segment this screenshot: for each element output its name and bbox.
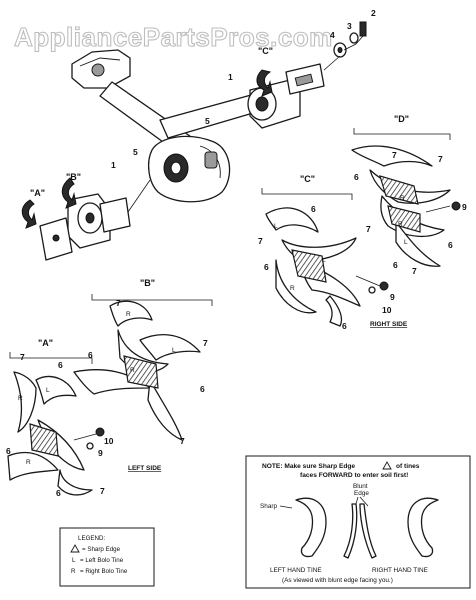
- callout-7-d1: 7: [392, 150, 397, 160]
- callout-7-c2: 7: [366, 224, 371, 234]
- callout-7-b2: 7: [203, 338, 208, 348]
- legend-r-desc: = Right Bolo Tine: [80, 568, 128, 575]
- callout-1-left: 1: [111, 160, 116, 170]
- legend-l-key: L: [72, 557, 76, 564]
- mark-l-d: L: [404, 239, 408, 246]
- callout-6-d1: 6: [354, 172, 359, 182]
- hub-assembly-left: [39, 179, 151, 261]
- label-c-top: "C": [258, 46, 273, 56]
- mark-r-a2: R: [26, 459, 31, 466]
- mark-l-c2: L: [322, 257, 326, 264]
- callout-9-a: 9: [98, 448, 103, 458]
- callout-5-upper: 5: [205, 116, 210, 126]
- hardware-bolt-set: [323, 21, 367, 71]
- callout-6-a1: 6: [58, 360, 63, 370]
- mark-r-a1: R: [18, 395, 23, 402]
- callout-6-c3: 6: [342, 321, 347, 331]
- callout-10-c: 10: [382, 305, 392, 315]
- callout-6-a2: 6: [6, 446, 11, 456]
- transmission-housing: [71, 49, 271, 203]
- label-d: "D": [394, 114, 409, 124]
- note-line-1: NOTE: Make sure Sharp Edge: [262, 463, 355, 470]
- callout-4: 4: [330, 30, 335, 40]
- callout-6-b1: 6: [88, 350, 93, 360]
- callout-3: 3: [347, 21, 352, 31]
- callout-7-d2: 7: [438, 154, 443, 164]
- callout-6-c1: 6: [311, 204, 316, 214]
- tine-assembly-a: [7, 371, 105, 496]
- callout-6-c2: 6: [264, 262, 269, 272]
- mark-l-a: L: [46, 387, 50, 394]
- legend-r-key: R: [71, 568, 76, 575]
- note-blunt-label-2: Edge: [354, 490, 369, 497]
- callout-10-a: 10: [104, 436, 114, 446]
- assembly-letter-labels: "C" "A" "B" "D" "C" "B" "A": [30, 46, 409, 348]
- left-hand-tine-figure: [295, 497, 327, 558]
- assembly-brackets: [9, 128, 451, 364]
- legend-sharp-symbol: [70, 544, 80, 553]
- callout-2: 2: [371, 8, 376, 18]
- callout-7-b3: 7: [180, 436, 185, 446]
- callout-labels: 2 3 4 1 5 5 1 6 7 7 6 9 7 6 6 7 7 6 6 9 …: [6, 8, 467, 498]
- legend-l-desc: = Left Bolo Tine: [80, 557, 124, 564]
- tine-assembly-b: [73, 300, 201, 441]
- hub-assembly-right: [247, 63, 325, 129]
- note-line-2: faces FORWARD to enter soil first!: [300, 472, 408, 479]
- right-side-title: RIGHT SIDE: [370, 321, 408, 328]
- callout-5-lower: 5: [133, 147, 138, 157]
- callout-6-a3: 6: [56, 488, 61, 498]
- mark-r-b2: R: [130, 367, 135, 374]
- callout-6-d2: 6: [448, 240, 453, 250]
- callout-7-b1: 7: [116, 298, 121, 308]
- note-sharp-label: Sharp: [260, 503, 277, 510]
- legend-box: LEGEND: = Sharp Edge L = Left Bolo Tine …: [59, 527, 155, 587]
- legend-sharp-desc: = Sharp Edge: [82, 546, 121, 553]
- mark-r-d2: R: [398, 221, 403, 228]
- watermark-text: AppliancePartsPros.com: [14, 22, 333, 52]
- callout-7-c1: 7: [258, 236, 263, 246]
- note-line-1b: of tines: [396, 463, 420, 470]
- note-box: NOTE: Make sure Sharp Edge of tines face…: [245, 455, 471, 589]
- callout-6-d3: 6: [393, 260, 398, 270]
- label-b: "B": [140, 278, 155, 288]
- legend-title: LEGEND:: [78, 535, 105, 542]
- left-side-title: LEFT SIDE: [128, 465, 162, 472]
- note-blunt-label-1: Blunt: [353, 483, 368, 490]
- tine-assembly-c: [265, 207, 389, 327]
- label-c: "C": [300, 174, 315, 184]
- callout-9-d: 9: [462, 202, 467, 212]
- sharp-edge-symbol: [382, 461, 392, 470]
- viewing-instruction: (As viewed with blunt edge facing you.): [282, 577, 393, 584]
- callout-6-b2: 6: [200, 384, 205, 394]
- right-hand-tine-figure: [407, 497, 439, 558]
- callout-7-d3: 7: [412, 266, 417, 276]
- label-a-top: "A": [30, 188, 45, 198]
- mark-l-b: L: [172, 347, 176, 354]
- blunt-edge-tine-figure-left: [343, 503, 358, 559]
- callout-7-a2: 7: [100, 486, 105, 496]
- callout-9-c: 9: [390, 292, 395, 302]
- mark-r-b1: R: [126, 311, 131, 318]
- label-a: "A": [38, 338, 53, 348]
- label-b-top: "B": [66, 172, 81, 182]
- right-hand-tine-label: RIGHT HAND TINE: [372, 567, 428, 574]
- blunt-edge-tine-figure-right: [359, 503, 377, 559]
- mark-r-c: R: [290, 285, 295, 292]
- tine-hand-marks: R R L L L R R L R L R R: [18, 195, 408, 466]
- assembly-arrows: [21, 69, 273, 229]
- callout-1-top: 1: [228, 72, 233, 82]
- left-hand-tine-label: LEFT HAND TINE: [270, 567, 322, 574]
- callout-7-a1: 7: [20, 352, 25, 362]
- mark-r-d1: R: [400, 195, 405, 202]
- mark-l-c1: L: [274, 223, 278, 230]
- tine-assembly-d: [351, 145, 461, 267]
